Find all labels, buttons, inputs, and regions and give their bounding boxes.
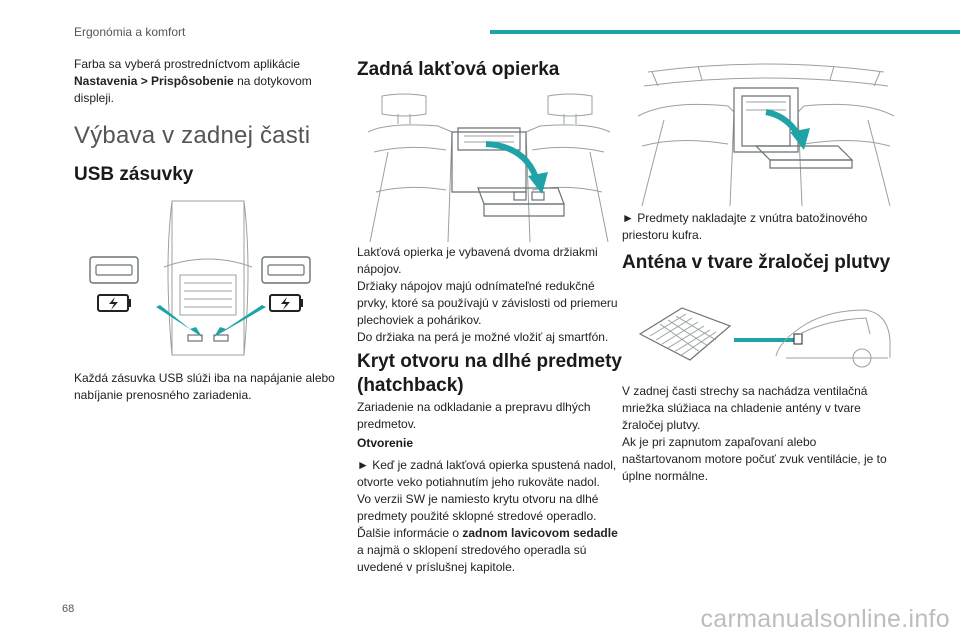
intro-text: Farba sa vyberá prostredníctvom aplikáci… [74,57,301,71]
load-step: ► Predmety nakladajte z vnútra batožinov… [622,211,868,242]
antenna-paragraph: Ak je pri zapnutom zapaľovaní alebo našt… [622,435,887,483]
usb-port-icon [89,256,139,284]
usb-illustration [89,200,311,356]
armrest-text: Lakťová opierka je vybavená dvoma držiak… [357,244,622,346]
hatch-illustration [638,63,894,206]
arrow-icon [214,305,266,337]
armrest-paragraph: Držiaky nápojov majú odnímateľné redukčn… [357,279,618,327]
armrest-paragraph: Lakťová opierka je vybavená dvoma držiak… [357,245,598,276]
opening-label: Otvorenie [357,436,414,450]
armrest-illustration [368,93,610,242]
antenna-illustration [638,307,891,368]
intro-paragraph: Farba sa vyberá prostredníctvom aplikáci… [74,56,334,107]
arrow-icon [156,305,202,337]
intro-text-end: na dotykovom displeji. [74,74,312,105]
hatch-intro: Zariadenie na odkladanie a prepravu dlhý… [357,400,591,431]
page-number: 68 [62,603,75,615]
battery-charging-icon [269,294,303,312]
hatch-text: ► Keď je zadná lakťová opierka spustená … [357,457,622,576]
hatch-title: Kryt otvoru na dlhé predmety (hatchback) [357,351,622,396]
armrest-paragraph: Do držiaka na perá je možné vložiť aj sm… [357,330,609,344]
usb-text: Každá zásuvka USB slúži iba na napájanie… [74,371,335,402]
arrow-icon [734,338,796,342]
antenna-paragraph: V zadnej časti strechy sa nachádza venti… [622,384,868,432]
antenna-title: Anténa v tvare žraločej plutvy [622,252,891,273]
hatch-paragraph: Vo verzii SW je namiesto krytu otvoru na… [357,492,599,523]
hatch-step: ► Keď je zadná lakťová opierka spustená … [357,458,617,489]
antenna-text: V zadnej časti strechy sa nachádza venti… [622,383,894,485]
usb-port-icon [261,256,311,284]
watermark: carmanualsonline.info [700,605,950,633]
hatch-reference: Ďalšie informácie o zadnom lavicovom sed… [357,526,618,574]
rear-bench-link: zadnom lavicovom sedadle [462,526,618,540]
header-title: Ergonómia a komfort [74,25,186,39]
header-accent-bar [490,30,960,34]
usb-title: USB zásuvky [74,164,194,185]
armrest-title: Zadná lakťová opierka [357,59,560,80]
section-title: Výbava v zadnej časti [74,122,311,149]
intro-menu-path: Nastavenia > Prispôsobenie [74,74,234,88]
battery-charging-icon [97,294,131,312]
